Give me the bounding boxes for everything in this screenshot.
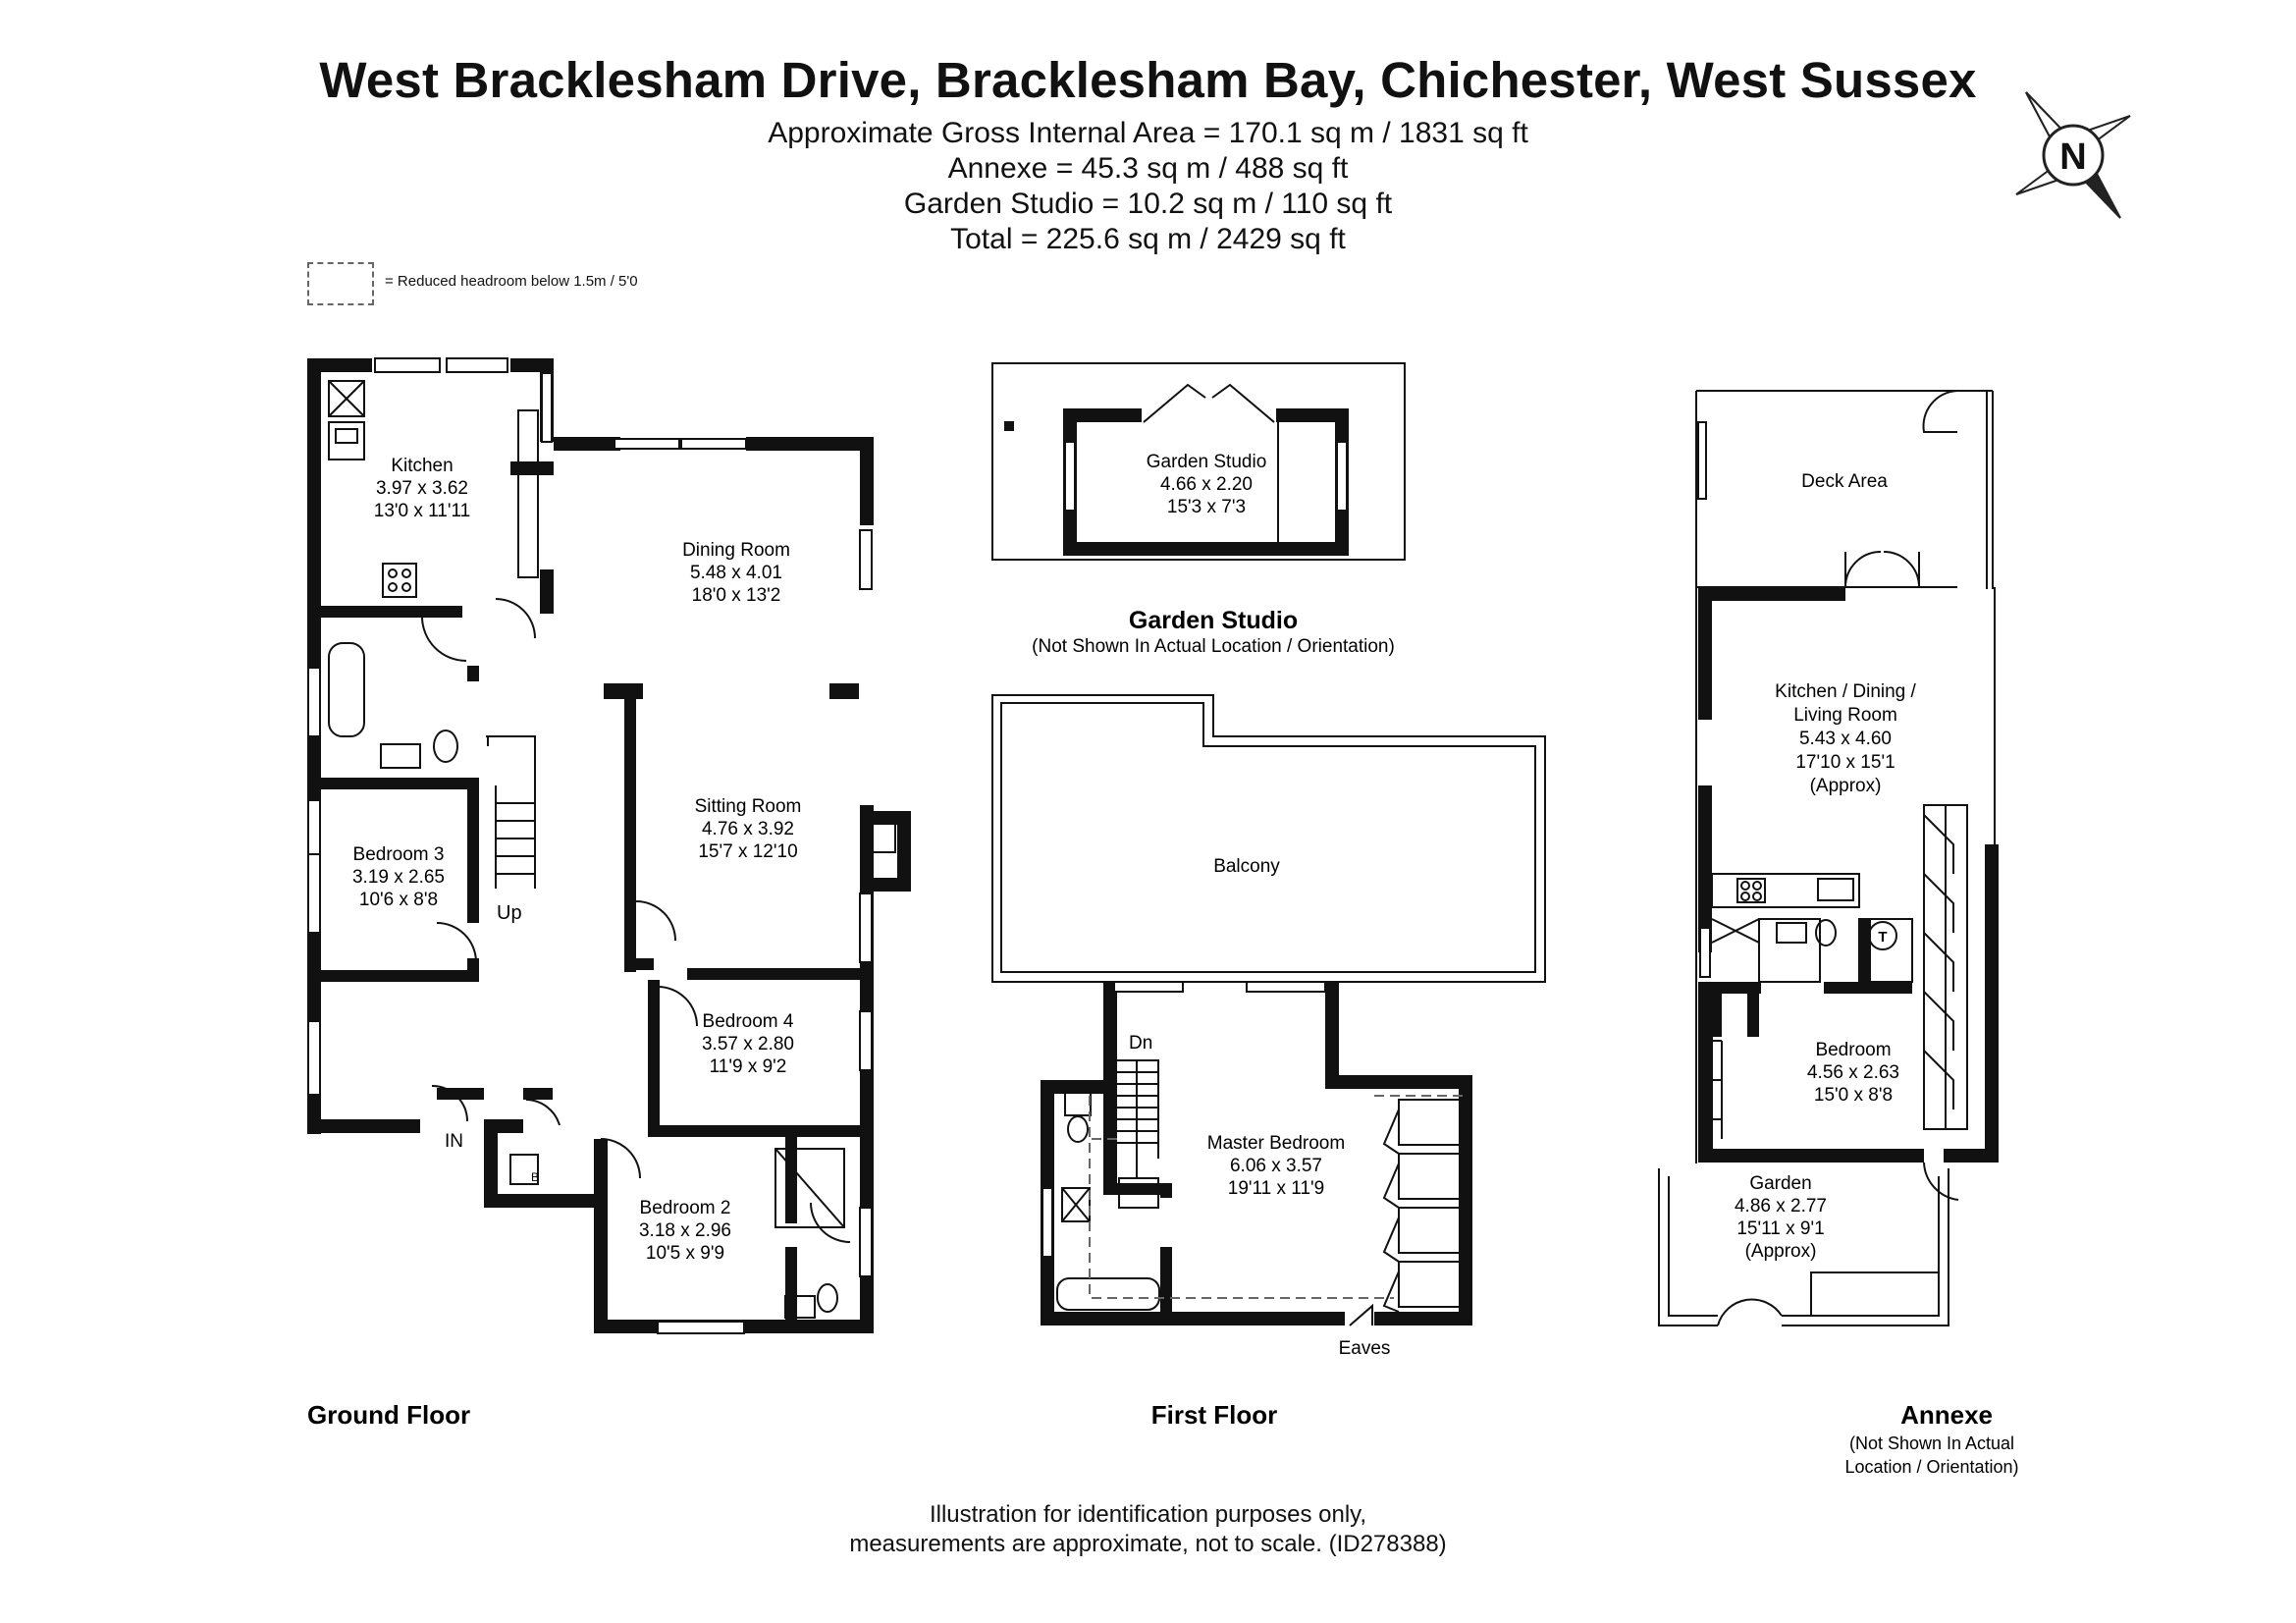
- bedroom-3-imperial: 10'6 x 8'8: [359, 890, 438, 910]
- bedroom-2-metric: 3.18 x 2.96: [639, 1220, 731, 1241]
- annexe-bedroom-metric: 4.56 x 2.63: [1807, 1062, 1899, 1083]
- boiler-label: B: [531, 1170, 539, 1184]
- garden-studio-note: (Not Shown In Actual Location / Orientat…: [1032, 636, 1395, 657]
- sitting-room-metric: 4.76 x 3.92: [702, 819, 794, 839]
- bedroom-4-imperial: 11'9 x 9'2: [710, 1056, 787, 1077]
- disclaimer-line-2: measurements are approximate, not to sca…: [849, 1531, 1447, 1557]
- stairs-down-label: Dn: [1129, 1033, 1152, 1054]
- master-bedroom-name: Master Bedroom: [1207, 1133, 1345, 1154]
- sitting-room-name: Sitting Room: [695, 796, 802, 817]
- annexe-area: Annexe = 45.3 sq m / 488 sq ft: [947, 152, 1349, 185]
- annexe-kitchen-line1: Kitchen / Dining /: [1775, 681, 1916, 702]
- first-floor-details: [1041, 971, 1470, 1326]
- kitchen-metric: 3.97 x 3.62: [376, 478, 468, 499]
- stairs-up-label: Up: [497, 902, 522, 924]
- ground-floor-heading: Ground Floor: [307, 1400, 470, 1430]
- sitting-room-label: Sitting Room 4.76 x 3.92 15'7 x 12'10: [695, 796, 802, 862]
- reduced-headroom-legend-text: = Reduced headroom below 1.5m / 5'0: [385, 273, 638, 290]
- dining-room-label: Dining Room 5.48 x 4.01 18'0 x 13'2: [682, 540, 790, 606]
- annexe-kitchen-line2: Living Room: [1793, 705, 1897, 726]
- first-floor-reduced-headroom: [1089, 1095, 1463, 1299]
- annexe-kitchen-imperial: 17'10 x 15'1: [1795, 752, 1895, 773]
- garden-studio-details: [1004, 383, 1348, 542]
- annexe-bedroom-name: Bedroom: [1815, 1040, 1891, 1060]
- annexe-kitchen-approx: (Approx): [1810, 776, 1882, 796]
- bedroom-4-metric: 3.57 x 2.80: [702, 1034, 794, 1055]
- total-area: Total = 225.6 sq m / 2429 sq ft: [950, 223, 1346, 255]
- garden-studio-outline: [991, 362, 1406, 561]
- annexe-note-line1: (Not Shown In Actual: [1849, 1434, 2014, 1453]
- garden-studio-room-metric: 4.66 x 2.20: [1160, 474, 1253, 495]
- annexe-bedroom-label: Bedroom 4.56 x 2.63 15'0 x 8'8: [1807, 1040, 1899, 1106]
- disclaimer: Illustration for identification purposes…: [0, 1500, 2296, 1559]
- bedroom-4-name: Bedroom 4: [703, 1011, 794, 1032]
- compass-icon: N: [2015, 91, 2131, 219]
- deck-area-label: Deck Area: [1801, 471, 1888, 492]
- garden-studio-area: Garden Studio = 10.2 sq m / 110 sq ft: [903, 188, 1393, 220]
- annexe-heading: Annexe: [1900, 1400, 1993, 1430]
- garden-studio-room-label: Garden Studio 4.66 x 2.20 15'3 x 7'3: [1147, 452, 1267, 517]
- balcony-outline: [991, 694, 1546, 983]
- garden-studio-room-imperial: 15'3 x 7'3: [1167, 497, 1246, 517]
- eaves-label: Eaves: [1339, 1338, 1391, 1359]
- annexe-kitchen-metric: 5.43 x 4.60: [1799, 729, 1892, 749]
- garden-outline: [1658, 1162, 1959, 1326]
- entrance-in-label: IN: [445, 1131, 463, 1152]
- dining-room-metric: 5.48 x 4.01: [690, 563, 782, 583]
- disclaimer-line-1: Illustration for identification purposes…: [929, 1501, 1367, 1528]
- kitchen-name: Kitchen: [391, 456, 453, 476]
- compass-north-letter: N: [2059, 136, 2086, 178]
- bedroom-3-metric: 3.19 x 2.65: [352, 867, 445, 888]
- bedroom-4-label: Bedroom 4 3.57 x 2.80 11'9 x 9'2: [702, 1011, 794, 1077]
- master-bedroom-imperial: 19'11 x 11'9: [1228, 1178, 1324, 1199]
- master-bedroom-label: Master Bedroom 6.06 x 3.57 19'11 x 11'9: [1207, 1133, 1345, 1199]
- area-summary: Approximate Gross Internal Area = 170.1 …: [0, 116, 2296, 257]
- annexe-garden-imperial: 15'11 x 9'1: [1736, 1218, 1824, 1239]
- annexe-walls: [1698, 587, 1999, 1163]
- dining-room-name: Dining Room: [682, 540, 790, 561]
- annexe-garden-name: Garden: [1749, 1173, 1811, 1194]
- balcony-label: Balcony: [1213, 856, 1280, 877]
- garden-studio-room-name: Garden Studio: [1147, 452, 1267, 472]
- reduced-headroom-legend-swatch: [307, 262, 374, 305]
- garden-studio-heading: Garden Studio: [1129, 607, 1298, 634]
- ground-floor-fixtures: [328, 380, 896, 1319]
- bedroom-2-imperial: 10'5 x 9'9: [646, 1243, 724, 1264]
- annexe-garden-approx: (Approx): [1745, 1241, 1817, 1262]
- annexe-details: [1699, 551, 1968, 1149]
- ground-floor-windows: [307, 357, 873, 1334]
- page-title: West Bracklesham Drive, Bracklesham Bay,…: [319, 52, 1977, 108]
- kitchen-label: Kitchen 3.97 x 3.62 13'0 x 11'11: [374, 456, 470, 521]
- bedroom-2-name: Bedroom 2: [640, 1198, 731, 1218]
- bedroom-3-name: Bedroom 3: [353, 844, 445, 865]
- annexe-garden-metric: 4.86 x 2.77: [1735, 1196, 1827, 1217]
- master-bedroom-metric: 6.06 x 3.57: [1230, 1156, 1322, 1176]
- annexe-garden-label: Garden 4.86 x 2.77 15'11 x 9'1 (Approx): [1735, 1173, 1827, 1262]
- dining-room-imperial: 18'0 x 13'2: [692, 585, 781, 606]
- bedroom-3-label: Bedroom 3 3.19 x 2.65 10'6 x 8'8: [352, 844, 445, 910]
- bedroom-2-label: Bedroom 2 3.18 x 2.96 10'5 x 9'9: [639, 1198, 731, 1264]
- gross-internal-area: Approximate Gross Internal Area = 170.1 …: [768, 117, 1528, 149]
- annexe-kitchen-label: Kitchen / Dining / Living Room 5.43 x 4.…: [1775, 681, 1916, 796]
- annexe-bedroom-imperial: 15'0 x 8'8: [1814, 1085, 1893, 1106]
- kitchen-imperial: 13'0 x 11'11: [374, 501, 470, 521]
- annexe-note-line2: Location / Orientation): [1844, 1457, 2018, 1477]
- water-tank-label: T: [1878, 929, 1887, 946]
- sitting-room-imperial: 15'7 x 12'10: [698, 841, 797, 862]
- first-floor-heading: First Floor: [1151, 1400, 1278, 1430]
